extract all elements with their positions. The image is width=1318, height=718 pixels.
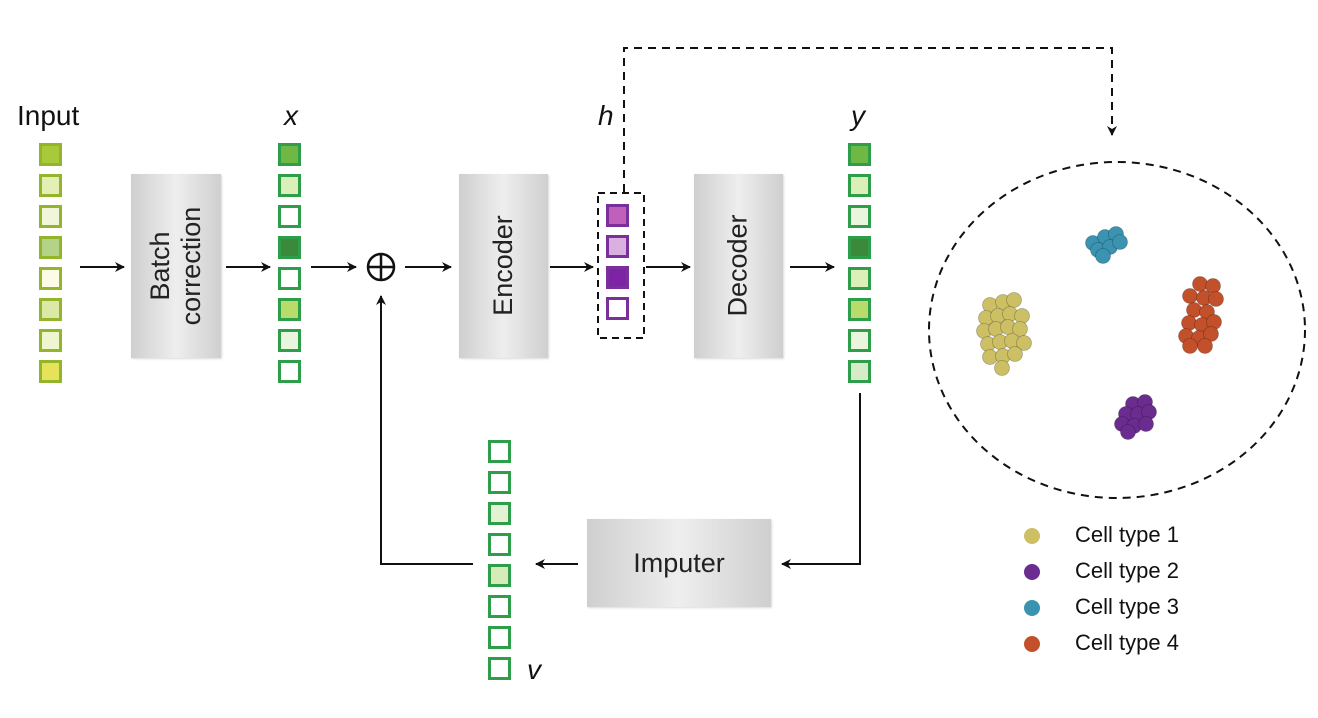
x-vector-cell <box>278 298 301 321</box>
y-vector-cell <box>848 298 871 321</box>
h-label: h <box>598 100 614 131</box>
v-vector-cell <box>488 595 511 618</box>
cell-clusters <box>976 226 1224 440</box>
v-vector-cell <box>488 564 511 587</box>
y-vector-cell <box>848 329 871 352</box>
cell-type-2-dot <box>1120 424 1136 440</box>
encoder-block: Encoder <box>459 174 548 358</box>
input-vector-cell <box>39 174 62 197</box>
x-vector-cell <box>278 205 301 228</box>
decoder-block: Decoder <box>694 174 783 358</box>
imputer-label: Imputer <box>633 547 725 578</box>
input-vector-cell <box>39 236 62 259</box>
decoder-label: Decoder <box>722 214 753 318</box>
legend-dot <box>1024 528 1040 544</box>
legend-label: Cell type 1 <box>1075 522 1179 547</box>
x-label: x <box>284 100 298 131</box>
cell-type-3-dot <box>1095 248 1111 264</box>
v-vector-cell <box>488 440 511 463</box>
batch-correction-label: Batch correction <box>145 207 207 326</box>
cell-type-1-dot <box>1014 308 1030 324</box>
cell-type-4-dot <box>1197 338 1213 354</box>
batch-correction-block: Batch correction <box>131 174 221 358</box>
y-vector-cell <box>848 143 871 166</box>
dashed-arrow-h-to-embedding <box>623 47 1117 192</box>
y-vector-cell <box>848 174 871 197</box>
v-label: v <box>527 654 541 685</box>
cell-type-4-dot <box>1182 288 1198 304</box>
legend-dot <box>1024 564 1040 580</box>
legend-label: Cell type 3 <box>1075 594 1179 619</box>
cell-type-1-dot <box>994 360 1010 376</box>
h-vector-cell <box>606 297 629 320</box>
v-vector-cell <box>488 657 511 680</box>
cell-type-4-dot <box>1182 338 1198 354</box>
cell-type-2-dot <box>1138 416 1154 432</box>
legend-label: Cell type 4 <box>1075 630 1179 655</box>
cell-type-1-dot <box>1006 292 1022 308</box>
x-vector-cell <box>278 236 301 259</box>
y-vector-cell <box>848 205 871 228</box>
h-vector-cell <box>606 204 629 227</box>
arrow-v-to-plus <box>376 295 473 565</box>
input-vector-cell <box>39 360 62 383</box>
x-vector-cell <box>278 174 301 197</box>
x-vector-cell <box>278 329 301 352</box>
x-vector-cell <box>278 267 301 290</box>
y-vector-cell <box>848 236 871 259</box>
input-vector-cell <box>39 298 62 321</box>
arrow-y-to-imputer <box>781 393 861 569</box>
legend-label: Cell type 2 <box>1075 558 1179 583</box>
x-vector-cell <box>278 360 301 383</box>
input-label: Input <box>17 100 80 131</box>
encoder-label: Encoder <box>487 215 518 317</box>
batch-label-line1: Batch <box>144 231 175 301</box>
input-vector-cell <box>39 143 62 166</box>
y-label: y <box>851 100 865 131</box>
x-vector-cell <box>278 143 301 166</box>
cell-type-1-dot <box>1007 346 1023 362</box>
legend-dot <box>1024 600 1040 616</box>
v-vector-cell <box>488 533 511 556</box>
batch-label-line2: correction <box>176 206 207 326</box>
cell-type-4-dot <box>1208 291 1224 307</box>
y-vector-cell <box>848 267 871 290</box>
y-vector-cell <box>848 360 871 383</box>
v-vector-cell <box>488 626 511 649</box>
cell-type-4-dot <box>1192 276 1208 292</box>
cell-type-1-dot <box>1012 321 1028 337</box>
imputer-block: Imputer <box>587 519 771 607</box>
input-vector-cell <box>39 329 62 352</box>
legend-dot <box>1024 636 1040 652</box>
cell-type-1-dot <box>1016 335 1032 351</box>
v-vector-cell <box>488 502 511 525</box>
h-vector-cell <box>606 235 629 258</box>
embedding-space <box>928 161 1306 499</box>
cell-type-4-dot <box>1181 315 1197 331</box>
input-vector-cell <box>39 267 62 290</box>
h-vector-cell <box>606 266 629 289</box>
v-vector-cell <box>488 471 511 494</box>
input-vector-cell <box>39 205 62 228</box>
cell-type-3-dot <box>1112 234 1128 250</box>
